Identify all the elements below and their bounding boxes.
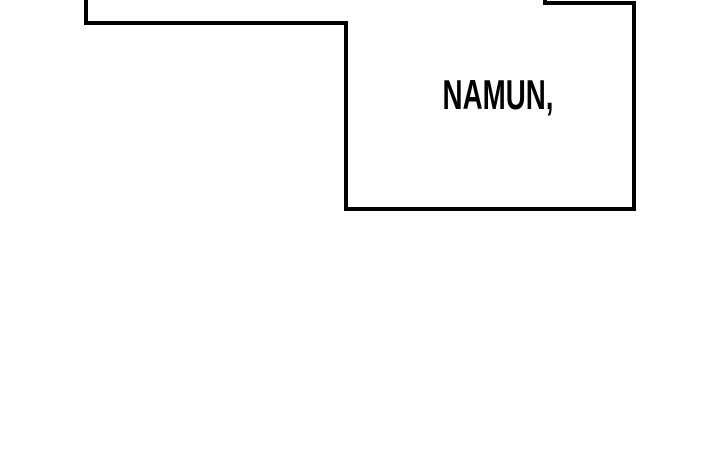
panel-border-path — [84, 0, 636, 211]
caption-text: NAMUN, — [442, 71, 554, 118]
